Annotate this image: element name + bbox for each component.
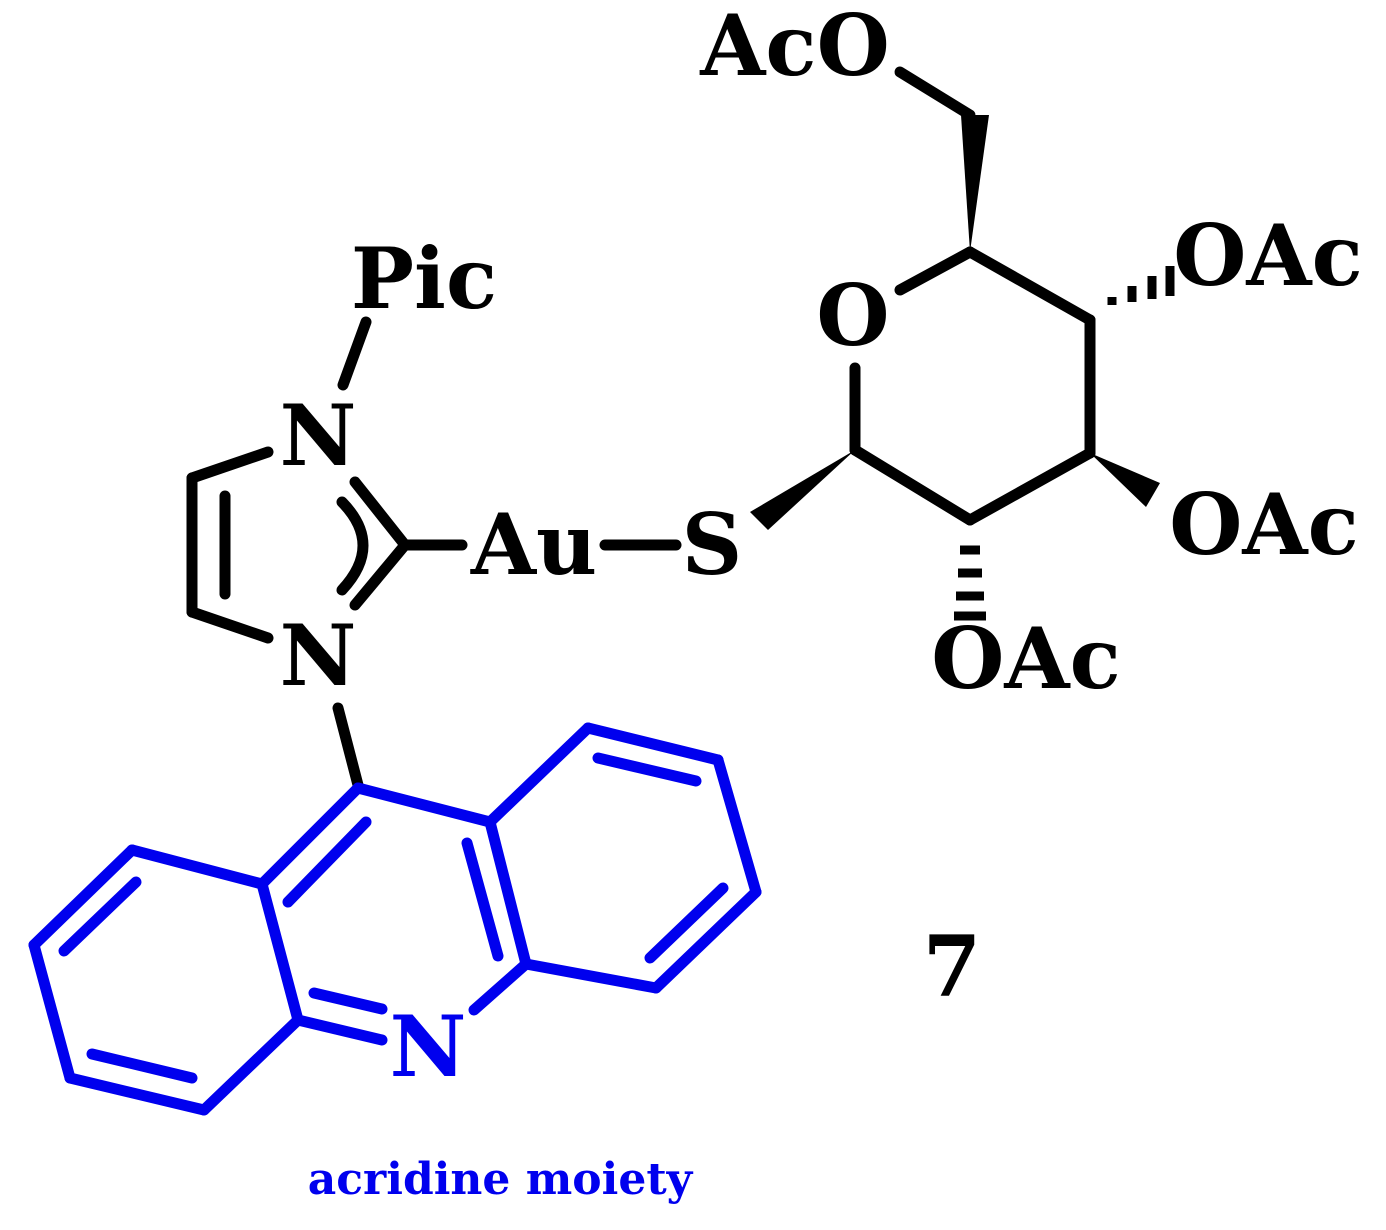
acetoxy-c4: OAc xyxy=(1173,206,1363,305)
bond-n3-acridine xyxy=(332,702,364,791)
acetoxy-c3: OAc xyxy=(1169,475,1359,574)
pic-label: Pic xyxy=(351,229,497,328)
ring-oxygen: O xyxy=(816,266,889,365)
bond-c6-o6 xyxy=(894,66,976,121)
gold-atom: Au xyxy=(470,495,597,594)
pyranose-ring xyxy=(849,66,1096,526)
compound-number: 7 xyxy=(923,917,981,1016)
bond-c4-c5 xyxy=(964,246,1096,326)
imidazole-n-top: N xyxy=(280,386,357,485)
wedge-c3-oac xyxy=(1090,453,1160,507)
acridine-moiety-caption: acridine moiety xyxy=(308,1154,694,1205)
hash-c4-oac xyxy=(1107,266,1175,305)
nhc-delocalization-arc xyxy=(336,496,369,596)
acetoxy-c2: OAc xyxy=(931,609,1121,708)
imidazole-n-bottom: N xyxy=(280,606,357,705)
bond-c4-n3 xyxy=(186,606,274,644)
imidazole-ring xyxy=(186,316,468,791)
bond-c1-c2 xyxy=(849,444,976,526)
wedge-c1-s xyxy=(750,450,855,530)
sulfur-atom: S xyxy=(682,495,743,594)
bond-c2-n3 xyxy=(349,539,411,611)
bond-n1-c2 xyxy=(349,476,411,551)
hash-c2-oac xyxy=(954,545,986,621)
acridine-nitrogen: N xyxy=(390,997,467,1096)
acetoxy-c6: AcO xyxy=(699,0,890,95)
bond-c2-c3 xyxy=(964,447,1096,526)
bond-n1-pic xyxy=(337,316,372,391)
bond-c5-o xyxy=(894,246,976,296)
bond-n1-c5 xyxy=(186,446,274,484)
wedge-c5-c6 xyxy=(961,115,989,252)
acridine-moiety xyxy=(28,722,762,1116)
